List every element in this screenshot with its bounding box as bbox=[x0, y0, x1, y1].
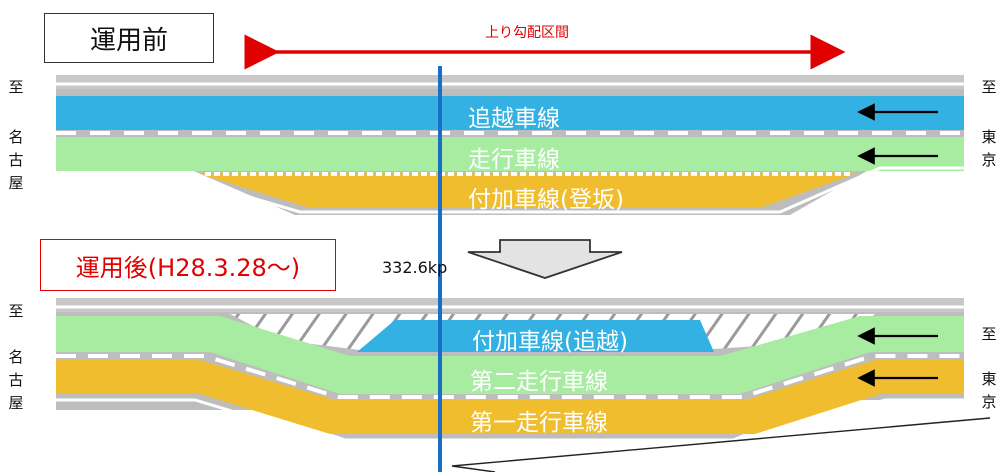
before-driving-lane bbox=[56, 137, 964, 171]
after-first-driving-lane bbox=[56, 360, 964, 434]
uphill-section-label: 上り勾配区間 bbox=[485, 25, 569, 41]
callout-line bbox=[451, 417, 991, 472]
kp-label: 332.6kp bbox=[382, 258, 448, 277]
after-added-passing-lane bbox=[357, 320, 714, 352]
after-second-driving-lane bbox=[56, 316, 964, 394]
before-climbing-lane bbox=[200, 174, 855, 208]
after-road bbox=[56, 298, 964, 442]
right-dest-to: 至 bbox=[981, 78, 997, 96]
after-second-driving-lane-label: 第二走行車線 bbox=[470, 369, 608, 395]
after-first-driving-lane-label: 第一走行車線 bbox=[470, 410, 608, 436]
right-dest-to: 至 bbox=[981, 325, 997, 343]
before-road bbox=[56, 75, 964, 215]
after-operation-label: 運用後(H28.3.28〜) bbox=[40, 239, 336, 291]
before-passing-lane-label: 追越車線 bbox=[468, 106, 560, 132]
left-dest-name: 名古屋 bbox=[8, 348, 24, 412]
before-climbing-lane-label: 付加車線(登坂) bbox=[468, 187, 624, 213]
right-dest-name: 東京 bbox=[981, 128, 997, 169]
before-passing-lane bbox=[56, 96, 964, 130]
right-dest-name: 東京 bbox=[981, 370, 997, 411]
before-operation-label: 運用前 bbox=[44, 13, 214, 63]
left-dest-to: 至 bbox=[8, 302, 24, 320]
after-added-passing-lane-label: 付加車線(追越) bbox=[472, 329, 628, 355]
before-driving-lane-label: 走行車線 bbox=[468, 147, 560, 173]
left-dest-name: 名古屋 bbox=[8, 128, 24, 192]
transition-arrow bbox=[467, 239, 623, 279]
left-dest-to: 至 bbox=[8, 78, 24, 96]
